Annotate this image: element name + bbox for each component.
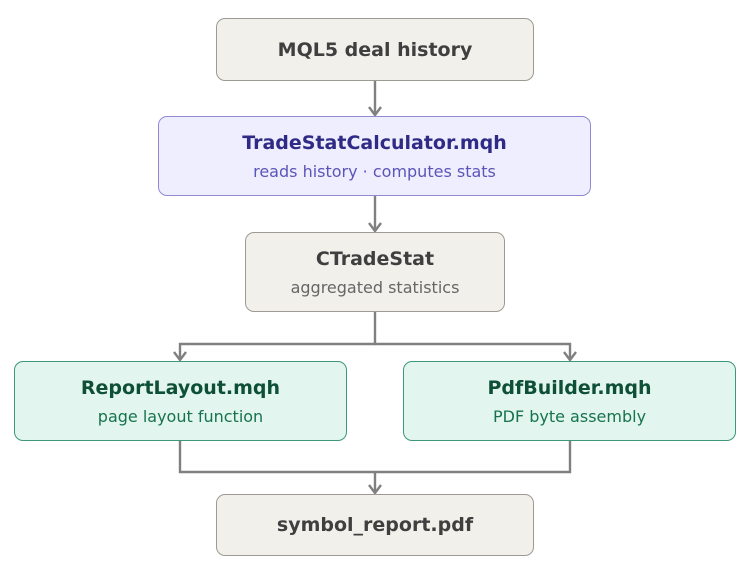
node-title: CTradeStat [315, 247, 435, 270]
node-ctradestat: CTradeStat aggregated statistics [245, 232, 505, 312]
node-subtitle: page layout function [97, 406, 264, 426]
arrow-calculator-to-tradestat [368, 196, 382, 233]
node-report-layout: ReportLayout.mqh page layout function [14, 361, 347, 441]
node-title: PdfBuilder.mqh [487, 376, 652, 399]
node-deal-history: MQL5 deal history [216, 18, 534, 81]
node-trade-stat-calculator: TradeStatCalculator.mqh reads history · … [158, 116, 591, 196]
arrow-tradestat-branch [173, 312, 577, 362]
node-title: TradeStatCalculator.mqh [242, 131, 507, 154]
node-subtitle: aggregated statistics [290, 277, 460, 297]
node-subtitle: reads history · computes stats [253, 161, 496, 181]
node-pdf-builder: PdfBuilder.mqh PDF byte assembly [403, 361, 736, 441]
node-title: ReportLayout.mqh [80, 376, 281, 399]
node-symbol-report: symbol_report.pdf [216, 494, 534, 556]
arrow-merge-to-report [178, 441, 572, 495]
node-title: symbol_report.pdf [276, 514, 474, 536]
arrow-history-to-calculator [368, 81, 382, 117]
node-subtitle: PDF byte assembly [492, 406, 647, 426]
node-title: MQL5 deal history [277, 38, 473, 61]
